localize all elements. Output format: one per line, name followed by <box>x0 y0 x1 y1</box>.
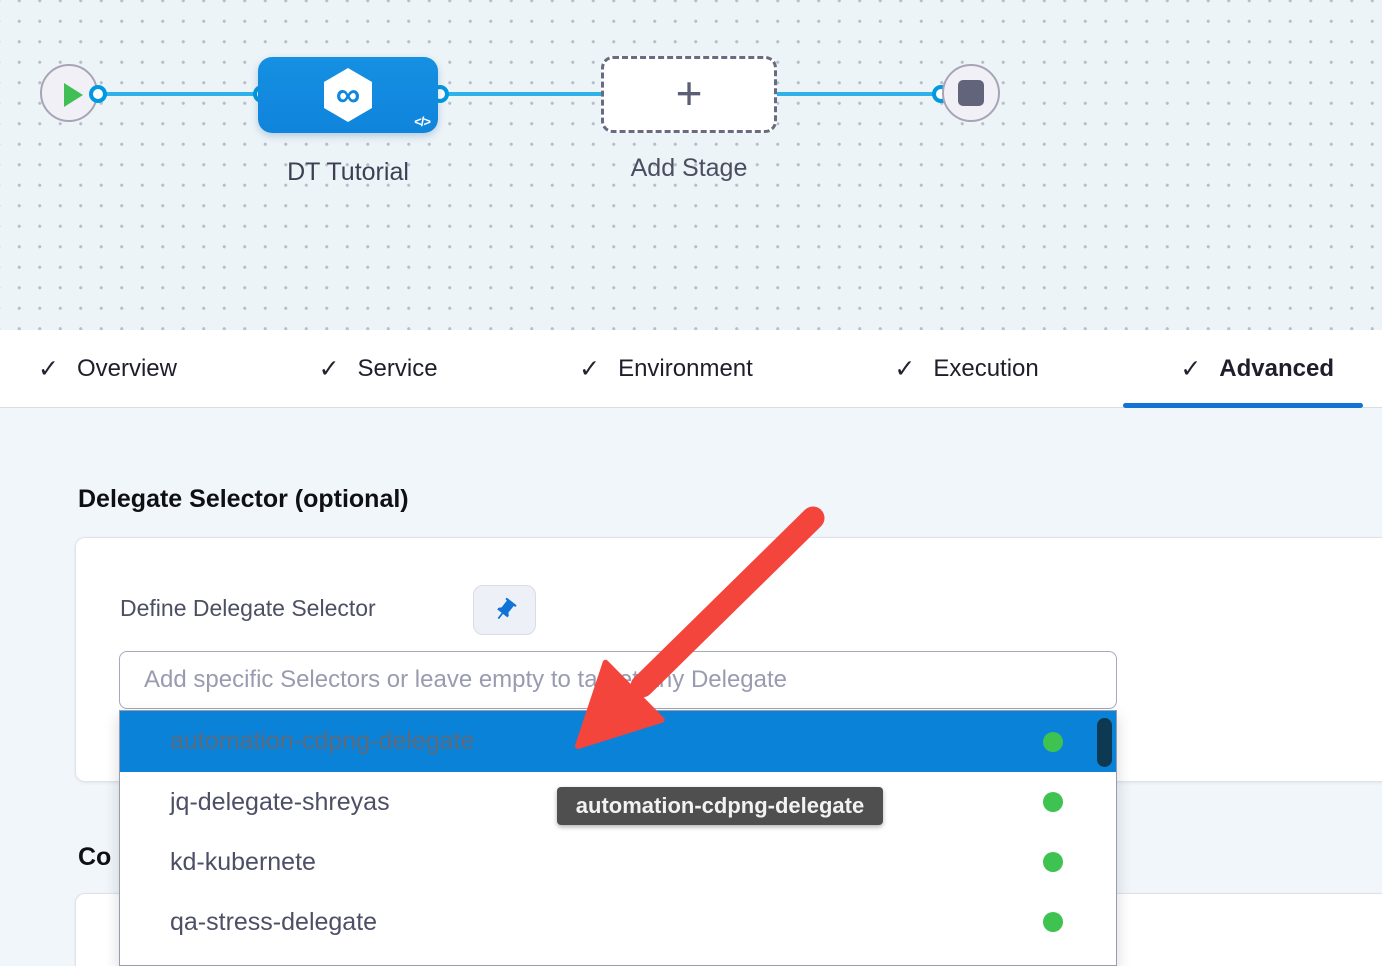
edge-addstage-to-end <box>775 92 941 96</box>
harness-infinity-icon: ∞ <box>320 66 376 124</box>
next-section-title-partial: Co <box>78 843 112 871</box>
pipeline-canvas[interactable]: ∞ </> DT Tutorial + Add Stage <box>0 0 1382 330</box>
tab-label: Advanced <box>1219 354 1334 382</box>
dropdown-option-qa-stress-delegate[interactable]: qa-stress-delegate <box>120 892 1116 952</box>
tab-service[interactable]: ✓ Service <box>319 354 438 384</box>
stop-icon <box>958 80 984 106</box>
pin-runtime-input-button[interactable] <box>473 585 536 635</box>
tab-label: Service <box>357 354 438 382</box>
pushpin-icon <box>496 597 516 620</box>
pipeline-start-node[interactable] <box>40 64 98 122</box>
delegate-name-tooltip: automation-cdpng-delegate <box>557 787 883 825</box>
define-delegate-selector-label: Define Delegate Selector <box>120 595 376 621</box>
dropdown-option-jq-delegate-shreyas[interactable]: jq-delegate-shreyas <box>120 772 1116 832</box>
pipeline-end-node[interactable] <box>942 64 1000 122</box>
dropdown-scrollbar-thumb[interactable] <box>1097 718 1112 767</box>
code-icon[interactable]: </> <box>414 114 431 129</box>
edge-stage-to-addstage <box>438 92 603 96</box>
stage-node-label: DT Tutorial <box>287 158 409 186</box>
check-icon: ✓ <box>579 354 601 383</box>
delegate-status-dot <box>1043 792 1063 812</box>
check-icon: ✓ <box>318 354 340 383</box>
tab-advanced[interactable]: ✓ Advanced <box>1180 354 1334 384</box>
start-node-out-port[interactable] <box>89 85 107 103</box>
dropdown-option-automation-cdpng-delegate[interactable]: automation-cdpng-delegate <box>120 711 1116 772</box>
edge-start-to-stage <box>96 92 262 96</box>
check-icon: ✓ <box>894 354 916 383</box>
tab-label: Environment <box>618 354 753 382</box>
tab-label: Execution <box>933 354 1039 382</box>
delegate-status-dot <box>1043 912 1063 932</box>
check-icon: ✓ <box>1180 354 1202 383</box>
check-icon: ✓ <box>38 354 59 383</box>
delegate-status-dot <box>1043 731 1063 752</box>
tab-label: Overview <box>76 354 177 382</box>
add-stage-label: Add Stage <box>630 154 748 182</box>
tab-overview[interactable]: ✓ Overview <box>38 354 177 384</box>
tab-environment[interactable]: ✓ Environment <box>579 354 753 384</box>
add-stage-button[interactable]: + <box>601 56 777 133</box>
delegate-status-dot <box>1043 852 1063 872</box>
dropdown-option-kd-kubernete[interactable]: kd-kubernete <box>120 832 1116 892</box>
tab-execution[interactable]: ✓ Execution <box>894 354 1038 384</box>
stage-node-dt-tutorial[interactable]: ∞ </> <box>258 57 438 133</box>
active-tab-indicator <box>1123 403 1363 408</box>
stage-tabbar: ✓ Overview ✓ Service ✓ Environment ✓ Exe… <box>0 330 1382 408</box>
play-icon <box>64 83 83 107</box>
delegate-selector-dropdown: automation-cdpng-delegate jq-delegate-sh… <box>119 710 1117 966</box>
delegate-selector-input[interactable] <box>119 651 1117 709</box>
delegate-selector-section-title: Delegate Selector (optional) <box>78 485 409 513</box>
plus-icon: + <box>675 66 703 119</box>
